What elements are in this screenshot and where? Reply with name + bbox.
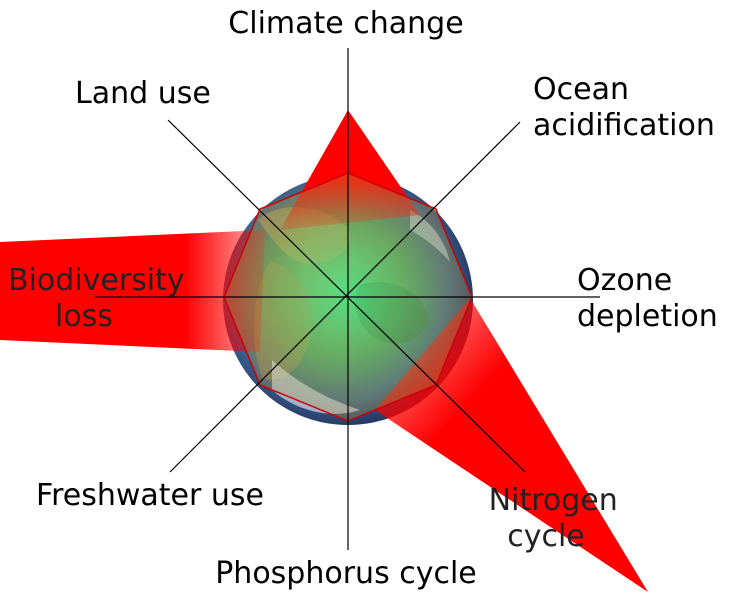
wedge-biodiversity-loss <box>0 230 265 352</box>
label-climate-change: Climate change <box>228 6 463 41</box>
label-ozone-depletion: Ozone depletion <box>577 263 718 334</box>
label-phosphorus-cycle: Phosphorus cycle <box>215 556 477 591</box>
label-biodiversity-loss: Biodiversity loss <box>8 263 194 334</box>
wedge-nitrogen-cycle <box>375 298 648 592</box>
label-land-use: Land use <box>75 76 211 111</box>
label-ocean-acidification: Ocean acidification <box>533 72 715 143</box>
axis-ocean-freshwater <box>169 121 521 473</box>
label-freshwater-use: Freshwater use <box>36 478 264 513</box>
boundary-labels: Climate change Land use Ocean acidificat… <box>8 6 718 591</box>
label-nitrogen-cycle: Nitrogen cycle <box>489 483 628 554</box>
boundary-axes <box>95 48 600 550</box>
